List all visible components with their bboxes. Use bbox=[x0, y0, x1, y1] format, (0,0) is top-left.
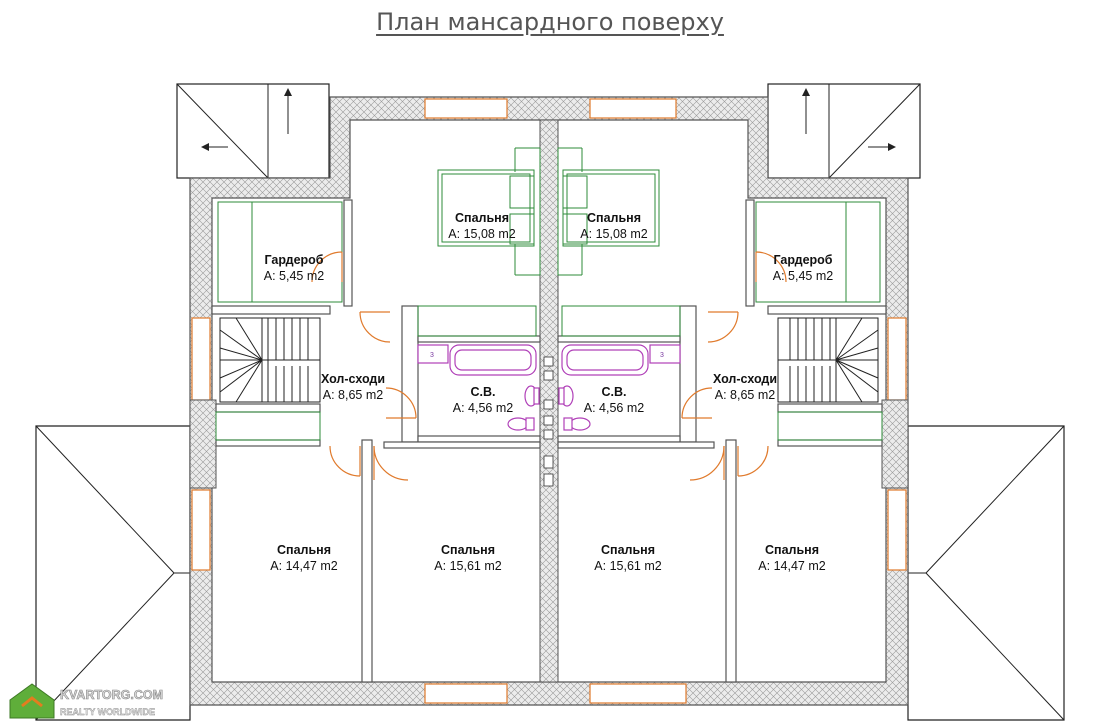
watermark: KVARTORG.COM REALTY WORLDWIDE bbox=[9, 683, 163, 719]
room-area: A: 5,45 m2 bbox=[773, 269, 833, 283]
room-name: Спальня bbox=[455, 211, 509, 225]
room-name: Спальня bbox=[601, 543, 655, 557]
room-labels: Спальня A: 15,08 m2 Спальня A: 15,08 m2 … bbox=[264, 211, 833, 573]
room-name: С.В. bbox=[471, 385, 496, 399]
furniture bbox=[215, 147, 883, 441]
room-name: Спальня bbox=[277, 543, 331, 557]
house-logo-icon bbox=[9, 683, 55, 719]
bath-mark-right: 3 bbox=[660, 352, 664, 359]
room-area: A: 14,47 m2 bbox=[270, 559, 337, 573]
room-area: A: 8,65 m2 bbox=[715, 388, 775, 402]
roof-top-left bbox=[176, 83, 330, 179]
room-name: Спальня bbox=[587, 211, 641, 225]
doors bbox=[311, 251, 787, 481]
room-area: A: 15,08 m2 bbox=[580, 227, 647, 241]
exterior-walls bbox=[189, 96, 909, 706]
room-name: Хол-сходи bbox=[713, 372, 777, 386]
room-name: Спальня bbox=[765, 543, 819, 557]
stairs bbox=[219, 317, 879, 403]
watermark-subtext: REALTY WORLDWIDE bbox=[60, 707, 155, 717]
party-wall bbox=[539, 119, 559, 683]
roof-top-right bbox=[767, 83, 921, 179]
room-name: Гардероб bbox=[773, 253, 832, 267]
room-area: A: 5,45 m2 bbox=[264, 269, 324, 283]
bath-fixtures bbox=[417, 344, 681, 431]
room-area: A: 15,61 m2 bbox=[434, 559, 501, 573]
room-area: A: 8,65 m2 bbox=[323, 388, 383, 402]
windows bbox=[191, 98, 907, 704]
room-area: A: 4,56 m2 bbox=[584, 401, 644, 415]
room-name: Хол-сходи bbox=[321, 372, 385, 386]
plan-title: План мансардного поверху bbox=[376, 8, 724, 36]
room-name: С.В. bbox=[602, 385, 627, 399]
roof-projections bbox=[35, 83, 1065, 721]
roof-right bbox=[907, 425, 1065, 721]
room-area: A: 14,47 m2 bbox=[758, 559, 825, 573]
interior-walls bbox=[211, 199, 887, 683]
room-name: Спальня bbox=[441, 543, 495, 557]
room-area: A: 4,56 m2 bbox=[453, 401, 513, 415]
room-area: A: 15,61 m2 bbox=[594, 559, 661, 573]
roof-left bbox=[35, 425, 191, 721]
watermark-text: KVARTORG.COM bbox=[60, 688, 163, 702]
room-name: Гардероб bbox=[264, 253, 323, 267]
room-area: A: 15,08 m2 bbox=[448, 227, 515, 241]
bath-mark-left: 3 bbox=[430, 352, 434, 359]
